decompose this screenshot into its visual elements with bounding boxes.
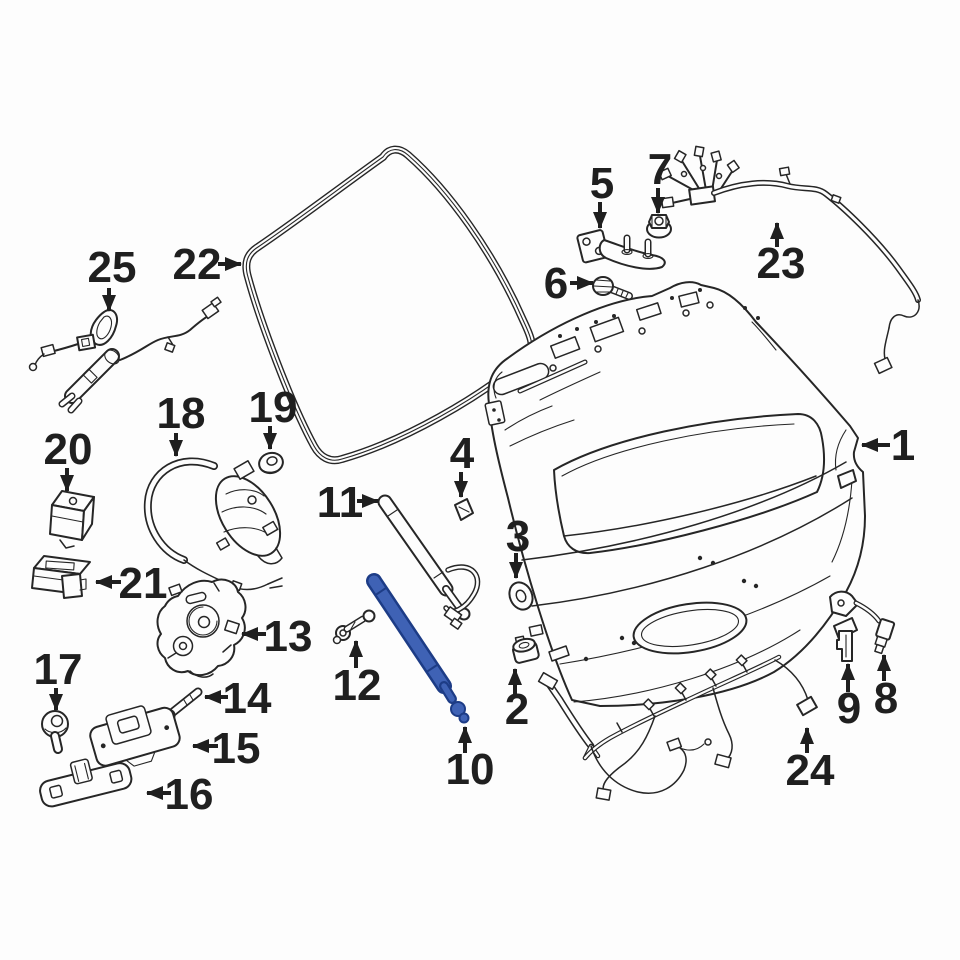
- callout-5-hinge-bracket: 5: [590, 159, 614, 229]
- callout-2-bumper-stop: 2: [505, 668, 529, 734]
- callout-number-1: 1: [891, 421, 915, 470]
- callout-number-6: 6: [544, 259, 568, 308]
- release-actuator: [143, 457, 283, 592]
- callout-number-21: 21: [119, 559, 168, 608]
- callout-number-25: 25: [88, 243, 137, 292]
- license-lamp: [31, 555, 91, 599]
- callout-18-release-actuator: 18: [157, 389, 206, 457]
- callout-number-5: 5: [590, 159, 614, 208]
- callout-7-nut: 7: [648, 145, 672, 214]
- grommet-washer: [508, 581, 534, 611]
- callout-20-control-module: 20: [44, 425, 93, 492]
- callout-4-spacer-wedge: 4: [450, 429, 475, 498]
- callout-12-ball-stud: 12: [333, 640, 382, 710]
- rear-wiring-harness: [28, 296, 222, 414]
- callout-8-support-bracket: 8: [874, 654, 898, 723]
- callout-number-10: 10: [446, 745, 495, 794]
- spacer-wedge: [454, 498, 474, 521]
- bolt: [592, 276, 633, 300]
- callout-15-striker-plate: 15: [192, 724, 261, 773]
- callout-number-20: 20: [44, 425, 93, 474]
- callout-number-12: 12: [333, 661, 382, 710]
- striker-plate: [89, 705, 181, 767]
- callout-25-rear-wiring-harness: 25: [88, 243, 137, 312]
- callout-21-license-lamp: 21: [95, 559, 168, 608]
- callout-number-15: 15: [212, 724, 261, 773]
- callout-3-grommet-washer: 3: [506, 512, 530, 579]
- lift-support-highlighted: [366, 573, 470, 724]
- callout-number-14: 14: [223, 674, 272, 723]
- retainer-clip: [836, 630, 853, 662]
- callout-number-9: 9: [837, 684, 861, 733]
- lower-wiring-harness: [537, 654, 818, 801]
- callout-24-lower-wiring-harness: 24: [786, 727, 835, 795]
- power-lift-strut: [377, 494, 481, 630]
- callout-number-13: 13: [264, 612, 313, 661]
- callout-22-weatherstrip-seal: 22: [173, 240, 242, 289]
- callout-number-2: 2: [505, 685, 529, 734]
- liftgate-panel: [484, 281, 866, 707]
- callout-9-retainer-clip: 9: [837, 663, 861, 733]
- callout-number-4: 4: [450, 429, 475, 478]
- callout-number-8: 8: [874, 674, 898, 723]
- weatherstrip-seal: [242, 145, 536, 465]
- grommet: [258, 451, 284, 475]
- callout-number-19: 19: [249, 383, 298, 432]
- callout-14-guide-pin: 14: [204, 674, 272, 723]
- control-module: [49, 490, 95, 549]
- callout-19-grommet: 19: [249, 383, 298, 450]
- upper-wiring-harness: [658, 145, 921, 375]
- callout-6-bolt: 6: [544, 259, 594, 308]
- callout-number-23: 23: [757, 239, 806, 288]
- latch-assembly: [156, 578, 247, 678]
- screw-grommet: [41, 710, 69, 754]
- callout-11-power-lift-strut: 11: [317, 478, 379, 527]
- callout-number-22: 22: [173, 240, 222, 289]
- callout-17-screw-grommet: 17: [34, 645, 83, 711]
- reinforcement-bracket: [39, 758, 133, 808]
- callout-number-11: 11: [317, 478, 364, 527]
- callout-1-liftgate-panel: 1: [861, 421, 915, 470]
- callout-number-17: 17: [34, 645, 83, 694]
- callout-number-7: 7: [648, 145, 672, 194]
- callout-16-reinforcement-bracket: 16: [146, 770, 214, 819]
- support-bracket: [829, 590, 896, 655]
- bumper-stop: [512, 637, 540, 664]
- callout-13-latch-assembly: 13: [241, 612, 313, 661]
- callout-number-24: 24: [786, 746, 835, 795]
- nut: [646, 214, 672, 239]
- callout-number-18: 18: [157, 389, 206, 438]
- callout-number-3: 3: [506, 512, 530, 561]
- callout-number-16: 16: [165, 770, 214, 819]
- callout-10-lift-support: 10: [446, 726, 495, 794]
- callout-23-upper-wiring-harness: 23: [757, 222, 806, 288]
- ball-stud: [332, 609, 376, 645]
- hinge-bracket: [576, 229, 666, 270]
